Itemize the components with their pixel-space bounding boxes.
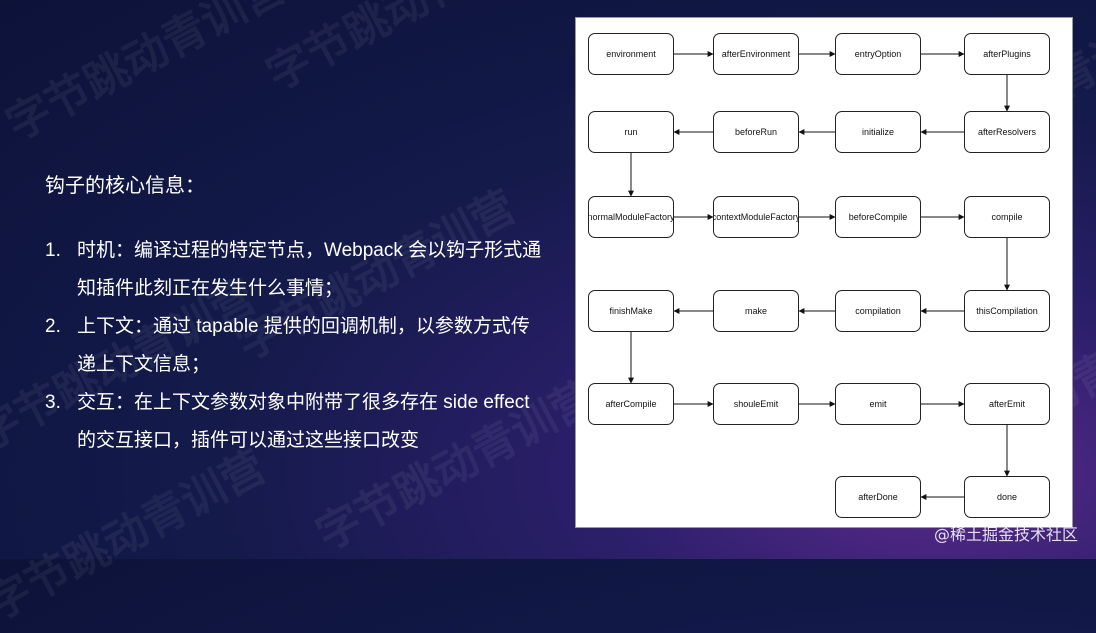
node-shouleEmit: shouleEmit [713, 383, 799, 425]
watermark-text: 字节跳动青训营 [0, 0, 295, 151]
watermark-text: 字节跳动青训营 [0, 441, 275, 631]
node-environment: environment [588, 33, 674, 75]
node-afterResolvers: afterResolvers [964, 111, 1050, 153]
node-emit: emit [835, 383, 921, 425]
list-text: 上下文：通过 tapable 提供的回调机制，以参数方式传递上下文信息； [77, 316, 530, 375]
node-afterDone: afterDone [835, 476, 921, 518]
node-afterCompile: afterCompile [588, 383, 674, 425]
node-run: run [588, 111, 674, 153]
node-compilation: compilation [835, 290, 921, 332]
node-thisCompilation: thisCompilation [964, 290, 1050, 332]
diagram-edges [628, 51, 1010, 500]
credit-text: @稀土掘金技术社区 [933, 525, 1078, 544]
list-text: 交互：在上下文参数对象中附带了很多存在 side effect 的交互接口，插件… [77, 392, 530, 451]
node-beforeRun: beforeRun [713, 111, 799, 153]
node-initialize: initialize [835, 111, 921, 153]
node-done: done [964, 476, 1050, 518]
node-finishMake: finishMake [588, 290, 674, 332]
content-text: 钩子的核心信息： 1. 时机：编译过程的特定节点，Webpack 会以钩子形式通… [45, 170, 545, 460]
node-beforeCompile: beforeCompile [835, 196, 921, 238]
list-number: 1. [45, 240, 61, 261]
hook-info-list: 1. 时机：编译过程的特定节点，Webpack 会以钩子形式通知插件此刻正在发生… [45, 232, 545, 460]
node-make: make [713, 290, 799, 332]
list-number: 2. [45, 316, 61, 337]
watermark-text: 字节跳动青训营 [258, 0, 555, 101]
list-item: 1. 时机：编译过程的特定节点，Webpack 会以钩子形式通知插件此刻正在发生… [45, 232, 545, 308]
node-afterEmit: afterEmit [964, 383, 1050, 425]
node-afterPlugins: afterPlugins [964, 33, 1050, 75]
node-compile: compile [964, 196, 1050, 238]
list-item: 3. 交互：在上下文参数对象中附带了很多存在 side effect 的交互接口… [45, 384, 545, 460]
hooks-flow-diagram: environment afterEnvironment entryOption af… [575, 17, 1073, 528]
heading: 钩子的核心信息： [45, 175, 205, 197]
node-contextModuleFactory: contextModuleFactory [713, 196, 799, 238]
list-number: 3. [45, 392, 61, 413]
list-text: 时机：编译过程的特定节点，Webpack 会以钩子形式通知插件此刻正在发生什么事… [77, 240, 542, 299]
node-entryOption: entryOption [835, 33, 921, 75]
node-afterEnvironment: afterEnvironment [713, 33, 799, 75]
list-item: 2. 上下文：通过 tapable 提供的回调机制，以参数方式传递上下文信息； [45, 308, 545, 384]
node-normalModuleFactory: normalModuleFactory [588, 196, 674, 238]
